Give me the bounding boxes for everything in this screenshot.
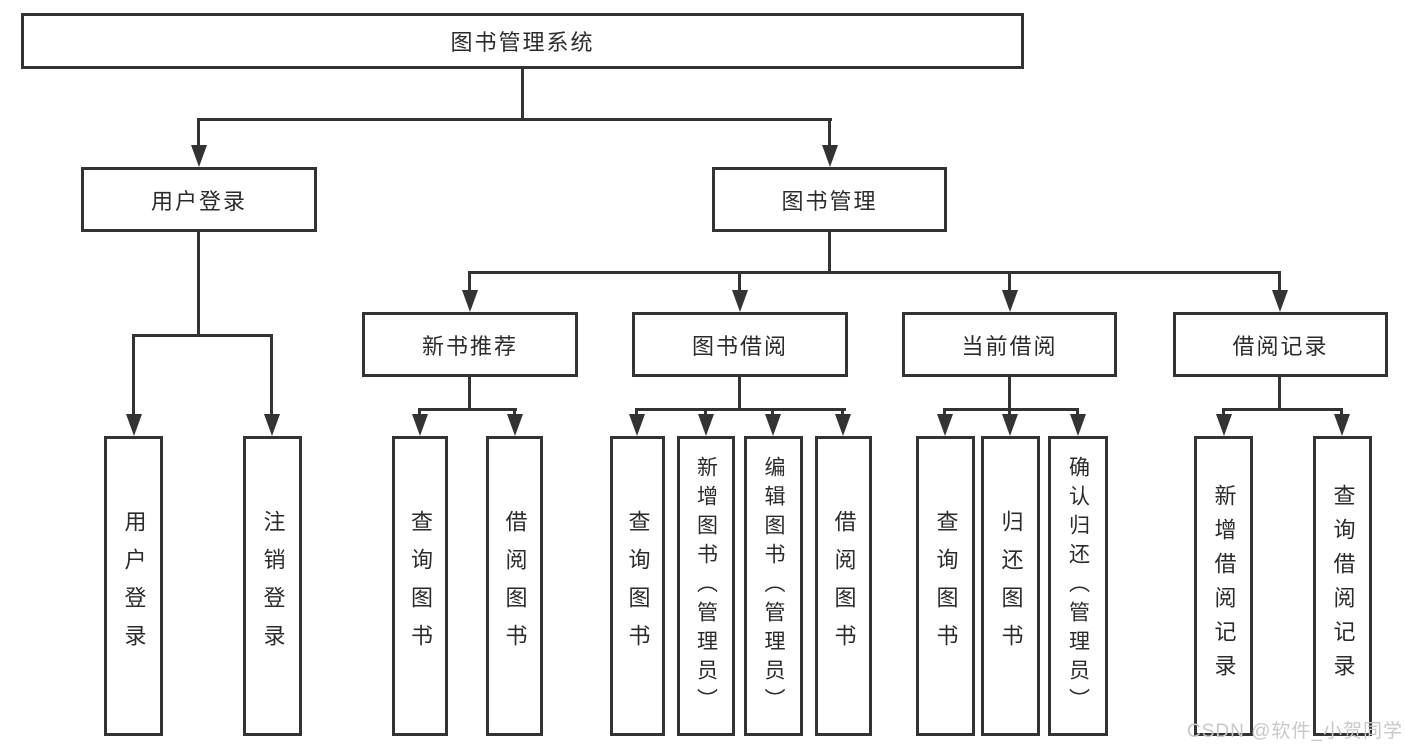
- node-new-book-recommend: 新书推荐: [362, 312, 578, 377]
- connector-drop: [1076, 408, 1079, 416]
- leaf-edit-book-admin: 编辑图书（管理员）: [744, 436, 803, 736]
- connector-bookmgmt-stub: [828, 232, 831, 271]
- csdn-watermark: CSDN @软件_小贺同学: [1187, 721, 1403, 742]
- arrowhead: [732, 290, 748, 312]
- connector-drop: [132, 334, 135, 416]
- leaf-query-books-3: 查询图书: [916, 436, 975, 736]
- connector-drop: [943, 408, 946, 416]
- arrowhead: [629, 414, 645, 436]
- leaf-query-books-2: 查询图书: [610, 436, 665, 736]
- node-borrow-records: 借阅记录: [1173, 312, 1388, 377]
- connector-drop: [704, 408, 707, 416]
- arrowhead: [937, 414, 953, 436]
- connector-drop: [635, 408, 638, 416]
- connector-drop: [1278, 271, 1281, 292]
- connector-drop: [1222, 408, 1225, 416]
- leaf-query-books-1: 查询图书: [392, 436, 448, 736]
- connector-root-stub: [521, 69, 524, 118]
- arrowhead: [1070, 414, 1086, 436]
- connector-borrow-stub: [738, 377, 741, 408]
- arrowhead: [765, 414, 781, 436]
- connector-current-split: [943, 408, 1079, 411]
- connector-drop: [1008, 408, 1011, 416]
- connector-drop: [197, 118, 200, 146]
- leaf-add-book-admin: 新增图书（管理员）: [677, 436, 735, 736]
- connector-drop: [828, 118, 831, 146]
- connector-userlogin-split: [132, 334, 273, 337]
- connector-drop: [418, 408, 421, 416]
- connector-drop: [513, 408, 516, 416]
- connector-drop: [771, 408, 774, 416]
- arrowhead: [1002, 414, 1018, 436]
- leaf-add-borrow-record: 新增借阅记录: [1194, 436, 1253, 736]
- connector-records-split: [1222, 408, 1343, 411]
- leaf-user-login: 用户登录: [104, 436, 163, 736]
- node-book-borrow: 图书借阅: [632, 312, 848, 377]
- leaf-logout-login: 注销登录: [243, 436, 302, 736]
- arrowhead: [1002, 290, 1018, 312]
- leaf-borrow-books-2: 借阅图书: [815, 436, 872, 736]
- connector-recommend-split: [418, 408, 517, 411]
- arrowhead: [462, 290, 478, 312]
- connector-bookmgmt-split: [468, 271, 1281, 274]
- arrowhead: [412, 414, 428, 436]
- connector-drop: [1008, 271, 1011, 292]
- arrowhead: [191, 145, 207, 167]
- connector-root-split: [197, 118, 832, 121]
- connector-recommend-stub: [468, 377, 471, 408]
- connector-drop: [270, 334, 273, 416]
- arrowhead: [1334, 414, 1350, 436]
- arrowhead: [1216, 414, 1232, 436]
- node-user-login: 用户登录: [81, 167, 317, 232]
- arrowhead: [507, 414, 523, 436]
- connector-userlogin-stub: [197, 232, 200, 334]
- leaf-borrow-books-1: 借阅图书: [486, 436, 543, 736]
- arrowhead: [835, 414, 851, 436]
- node-current-borrow: 当前借阅: [902, 312, 1117, 377]
- node-book-management: 图书管理: [712, 167, 947, 232]
- connector-drop: [738, 271, 741, 292]
- node-library-management-system: 图书管理系统: [21, 13, 1024, 69]
- connector-drop: [841, 408, 844, 416]
- connector-records-stub: [1278, 377, 1281, 408]
- arrowhead: [264, 414, 280, 436]
- leaf-return-book: 归还图书: [981, 436, 1040, 736]
- connector-borrow-split: [635, 408, 846, 411]
- connector-current-stub: [1008, 377, 1011, 408]
- arrowhead: [822, 145, 838, 167]
- arrowhead: [698, 414, 714, 436]
- connector-drop: [468, 271, 471, 292]
- leaf-query-borrow-record: 查询借阅记录: [1313, 436, 1372, 736]
- leaf-confirm-return-admin: 确认归还（管理员）: [1048, 436, 1108, 736]
- arrowhead: [1272, 290, 1288, 312]
- arrowhead: [126, 414, 142, 436]
- connector-drop: [1340, 408, 1343, 416]
